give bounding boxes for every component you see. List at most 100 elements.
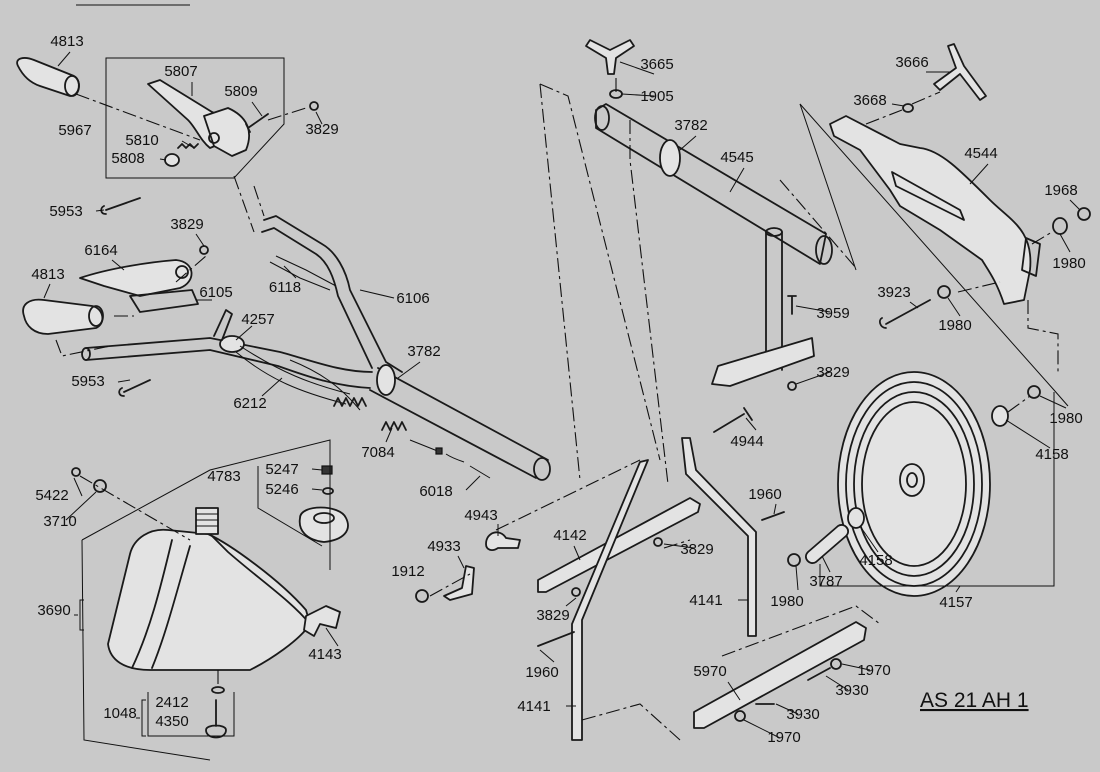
dash-tank-1 [79,475,191,541]
leader-1980b [947,297,961,317]
dash-handle-1 [75,93,201,141]
dash-frame-4 [721,605,881,657]
bracket-frame-b [799,103,1069,407]
leader-3930a [825,675,849,691]
bracket-3690 [74,599,84,631]
spring-5810 [177,143,199,149]
spring-7084-b [381,421,407,431]
dash-handle-3 [267,107,307,121]
nut-3829-frame [653,537,663,547]
part-label-3665: 3665 [640,56,673,73]
part-label-7084: 7084 [361,444,394,461]
leader-4158b [859,525,879,553]
leader-3829b [195,233,205,247]
tube-4545-end-right [815,235,833,265]
part-label-3829: 3829 [305,121,338,138]
washer-5246 [322,487,334,495]
washer-1970-lower [734,710,746,722]
grip-4813-upper-end [64,75,80,97]
nut-3829-frame-low [571,587,581,597]
part-label-3787: 3787 [809,573,842,590]
part-label-2412: 2412 [155,694,188,711]
dash-frame-1 [495,459,641,531]
bearing-4158-upper [991,405,1009,427]
frame-4142 [537,497,701,593]
leader-5247 [311,468,323,471]
leader-5810 [181,140,195,149]
part-label-5808: 5808 [111,150,144,167]
leader-3829e [565,597,577,607]
part-label-4141: 4141 [517,698,550,715]
dash-bracket-2 [1031,231,1053,245]
bracket-4943 [485,531,521,551]
wheel-4157-tread2 [853,391,975,577]
main-tube-end [533,457,551,481]
part-label-6164: 6164 [84,242,117,259]
part-label-3782: 3782 [674,117,707,134]
part-label-3782: 3782 [407,343,440,360]
diagram-title: AS 21 AH 1 [920,689,1029,712]
tank-frame-top [81,439,331,570]
part-label-5247: 5247 [265,461,298,478]
washer-1970-upper [830,658,842,670]
fuel-tank-3690-edge [209,533,311,625]
bracket-1048 [136,699,146,737]
handlebar-tube-6106-upper-b [261,227,373,369]
wheel-4157-rim [861,401,967,567]
part-label-5953: 5953 [49,203,82,220]
part-label-1970: 1970 [767,729,800,746]
leader-4944 [745,417,757,431]
part-label-3829: 3829 [816,364,849,381]
leader-3930b [775,703,799,715]
dash-handle-2 [233,175,265,233]
part-label-3930: 3930 [835,682,868,699]
bolt-3923 [879,299,931,329]
part-label-4257: 4257 [241,311,274,328]
dash-bracket-3 [1027,300,1059,372]
leader-5422 [73,477,83,497]
part-label-3829: 3829 [170,216,203,233]
part-label-5810: 5810 [125,132,158,149]
handlebar-tube-6106-lower [85,337,373,373]
wheel-frame-right [960,392,1055,587]
part-label-5953: 5953 [71,373,104,390]
leader-4544 [969,163,989,185]
wheel-assembly [787,371,1055,597]
lever-6164 [79,259,193,297]
part-label-3829: 3829 [680,541,713,558]
leader-4142 [573,545,581,561]
leader-1960b [539,649,555,663]
leader-6164 [111,259,125,271]
frame-4141-right [681,437,757,637]
tube-4545-end [594,105,610,131]
leader-7084 [385,427,393,443]
screw-5422 [71,467,81,477]
screw-1960-lower [537,631,575,647]
cap-bracket-line [257,466,323,547]
part-label-5422: 5422 [35,487,68,504]
nut-3829-stand [787,381,797,391]
part-label-3710: 3710 [43,513,76,530]
leader-5246 [311,488,323,491]
part-label-1980: 1980 [770,593,803,610]
dash-frame-3 [581,703,681,741]
leader-1980c [1039,395,1067,409]
washer-3710 [93,479,107,493]
wheel-frame-left [819,564,960,587]
leader-4813b [43,283,51,299]
main-tube [369,367,549,479]
tank-neck [195,507,219,535]
tank-cap-4783 [298,506,349,543]
spring-7084-a [333,397,367,407]
part-label-1960: 1960 [748,486,781,503]
handlebar-lower-end [81,347,91,361]
part-label-4933: 4933 [427,538,460,555]
screw-3959 [787,295,797,315]
part-label-1980: 1980 [1049,410,1082,427]
leader-6106 [359,289,395,299]
dash-bracket-4 [957,281,1001,293]
cable-6212 [235,345,361,411]
leader-3829a [315,111,323,125]
bearing-4158-lower [847,507,865,529]
part-label-4783: 4783 [207,468,240,485]
